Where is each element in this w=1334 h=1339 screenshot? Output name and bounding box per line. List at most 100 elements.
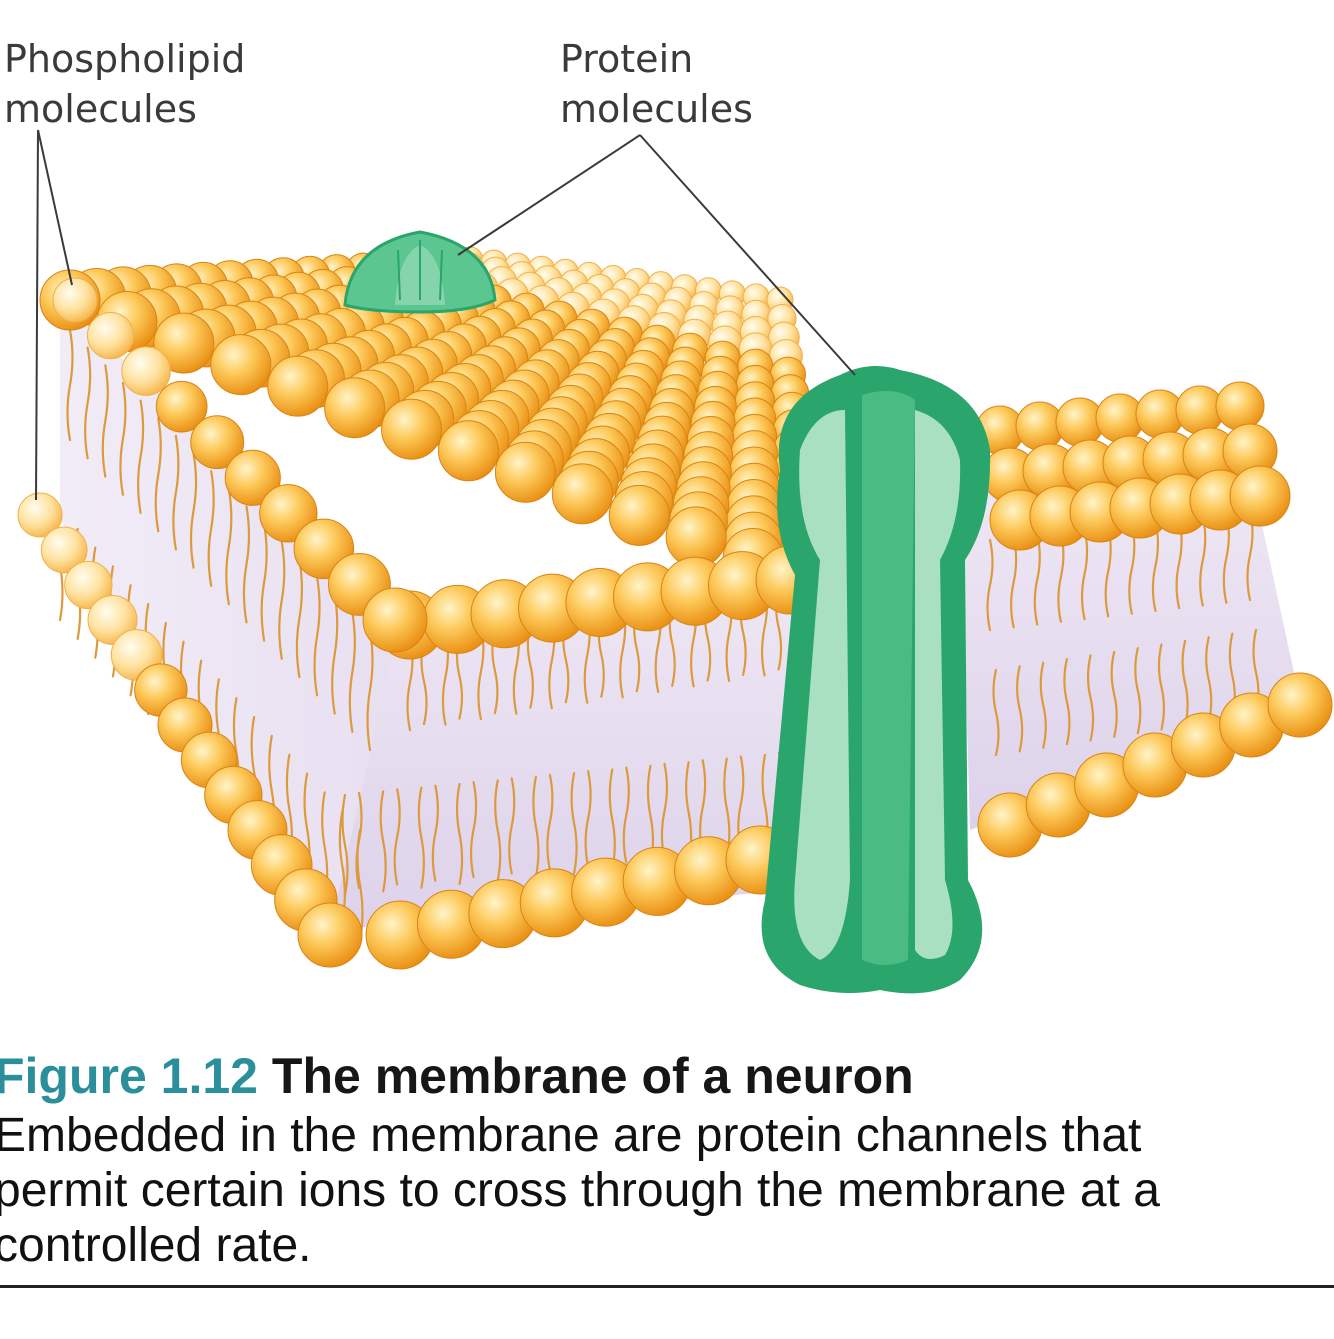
phospholipid-head — [381, 398, 443, 460]
lipid-tail — [1134, 647, 1142, 735]
lipid-tail — [431, 784, 439, 882]
protein-label: Protein molecules — [560, 34, 753, 134]
channel-pore — [862, 391, 915, 965]
lipid-tail — [494, 779, 502, 882]
channel-protein-right-half — [915, 410, 961, 959]
phospholipid-head — [40, 526, 88, 574]
lipid-tail — [379, 790, 387, 893]
phospholipid-leader-top — [37, 129, 73, 286]
lipid-tail — [1010, 536, 1018, 629]
phospholipid-head — [210, 334, 272, 396]
lipid-tail — [119, 381, 127, 496]
lipid-tail — [1086, 654, 1095, 742]
caption-line-3: controlled rate. — [0, 1219, 312, 1272]
phospholipid-head — [437, 420, 499, 482]
lipid-tail — [1039, 661, 1047, 749]
phospholipid-label: Phospholipid molecules — [4, 34, 245, 134]
figure-number: Figure 1.12 — [0, 1048, 258, 1104]
lipid-tail — [992, 668, 1000, 757]
phospholipid-head — [267, 355, 329, 417]
phospholipid-label-line-1: Phospholipid — [4, 37, 246, 81]
phospholipid-head — [1215, 381, 1265, 431]
lipid-tail — [570, 772, 578, 875]
lipid-tail — [417, 786, 425, 889]
channel-protein-left-half — [794, 410, 850, 960]
lipid-tail — [469, 780, 478, 879]
lipid-tail — [1080, 527, 1089, 621]
lipid-tail — [546, 773, 554, 871]
lipid-tail — [189, 452, 198, 569]
caption-divider — [0, 1285, 1334, 1288]
figure-caption: Figure 1.12 The membrane of a neuron Emb… — [0, 1044, 1334, 1273]
lipid-tail — [508, 777, 516, 875]
phospholipid-head — [297, 902, 363, 968]
phospholipid-head — [86, 311, 135, 360]
lipid-tail — [331, 593, 339, 715]
lipid-tail — [172, 434, 180, 551]
protein-leader-small — [457, 134, 641, 256]
lipid-tail — [455, 782, 464, 886]
phospholipid-head — [52, 277, 98, 323]
lipid-tail — [1063, 657, 1071, 746]
lipid-tail — [154, 417, 162, 533]
phospholipid-head — [64, 560, 113, 610]
figure-title: The membrane of a neuron — [271, 1048, 914, 1104]
phospholipid-head — [1229, 465, 1291, 527]
phospholipid-head — [608, 484, 670, 546]
phospholipid-head — [1267, 672, 1333, 738]
phospholipid-head — [121, 346, 171, 396]
caption-line-2: permit certain ions to cross through the… — [0, 1164, 1160, 1217]
lipid-tail — [1110, 650, 1118, 738]
lipid-tail — [84, 346, 92, 460]
lipid-tail — [260, 523, 268, 642]
phospholipid-head — [324, 377, 386, 439]
phospholipid-leader-bottom — [35, 129, 39, 501]
caption-line-1: Embedded in the membrane are protein cha… — [0, 1109, 1142, 1162]
lipid-tail — [225, 487, 233, 606]
lipid-tail — [341, 793, 349, 897]
lipid-tail — [1181, 639, 1189, 728]
lipid-tail — [356, 828, 364, 942]
phospholipid-head — [153, 312, 215, 374]
lipid-tail — [278, 540, 286, 660]
lipid-tail — [608, 768, 616, 871]
phospholipid-head — [362, 587, 428, 653]
lipid-tail — [366, 628, 374, 752]
caption-body: Embedded in the membrane are protein cha… — [0, 1108, 1334, 1273]
phospholipid-head — [190, 415, 245, 470]
phospholipid-head — [224, 449, 281, 506]
lipid-tail — [1151, 519, 1160, 613]
lipid-tail — [393, 788, 401, 886]
lipid-tail — [584, 770, 592, 868]
lower-leaflet-heads — [17, 492, 1333, 970]
lipid-tail — [986, 538, 994, 632]
lipid-tail — [66, 328, 74, 442]
caption-title-line: Figure 1.12 The membrane of a neuron — [0, 1044, 1334, 1108]
lipid-tail — [1199, 514, 1207, 607]
protein-leader-channel — [639, 134, 856, 376]
lipid-tail — [532, 775, 540, 878]
lipid-tail — [207, 470, 215, 587]
lipid-tail — [101, 364, 109, 478]
lipid-tail — [295, 558, 304, 679]
lipid-tail — [338, 810, 346, 923]
phospholipid-head — [494, 441, 556, 503]
lipid-tail — [313, 575, 321, 697]
lipid-tail — [622, 766, 630, 864]
phospholipid-label-line-2: molecules — [4, 87, 197, 131]
peripheral-protein-lobes — [397, 240, 443, 301]
lipid-tail — [242, 505, 251, 624]
phospholipid-head — [551, 463, 613, 525]
protein-label-line-2: molecules — [560, 87, 753, 131]
lipid-tail — [660, 762, 669, 861]
lipid-tail — [1205, 636, 1213, 724]
lipid-tail — [348, 611, 356, 733]
lipid-tail — [1016, 665, 1024, 753]
phospholipid-head — [17, 492, 63, 538]
protein-label-line-1: Protein — [560, 37, 694, 81]
lipid-tail — [1157, 643, 1166, 731]
lipid-tail — [136, 399, 145, 515]
lipid-tail — [1033, 533, 1041, 626]
